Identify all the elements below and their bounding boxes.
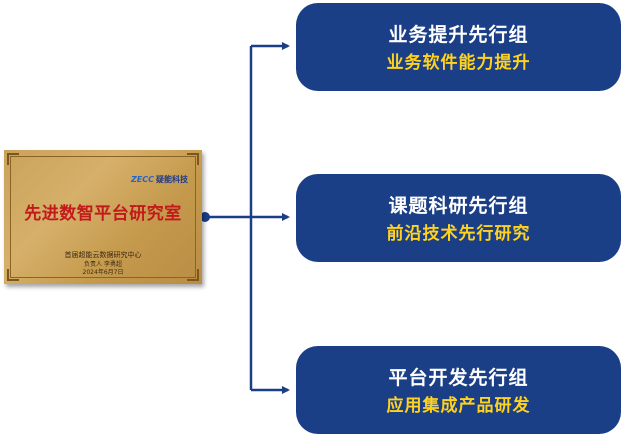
group-title: 课题科研先行组 — [388, 195, 529, 217]
plaque-corner-ornament — [7, 269, 19, 281]
plaque-corner-ornament — [187, 153, 199, 165]
group-title: 平台开发先行组 — [388, 367, 529, 389]
plaque-logo-mark: ZECC — [130, 175, 154, 184]
plaque-title: 先进数智平台研究室 — [24, 204, 182, 224]
plaque-responsible-person: 负责人 李勇超 — [84, 261, 122, 268]
group-title: 业务提升先行组 — [388, 24, 529, 46]
group-box-research: 课题科研先行组 前沿技术先行研究 — [296, 174, 621, 262]
group-box-platform: 平台开发先行组 应用集成产品研发 — [296, 346, 621, 434]
plaque-organization: 首届超能云数据研究中心 — [64, 251, 142, 259]
plaque-corner-ornament — [187, 269, 199, 281]
plaque-logo-text: 疑能科技 — [156, 175, 188, 184]
group-subtitle: 业务软件能力提升 — [386, 53, 531, 73]
plaque-date: 2024年6月7日 — [82, 269, 124, 276]
connector-origin-dot — [200, 212, 210, 222]
plaque-border — [10, 156, 196, 278]
group-box-business: 业务提升先行组 业务软件能力提升 — [296, 3, 621, 91]
group-subtitle: 应用集成产品研发 — [386, 396, 531, 416]
plaque-corner-ornament — [7, 153, 19, 165]
group-subtitle: 前沿技术先行研究 — [386, 224, 531, 244]
